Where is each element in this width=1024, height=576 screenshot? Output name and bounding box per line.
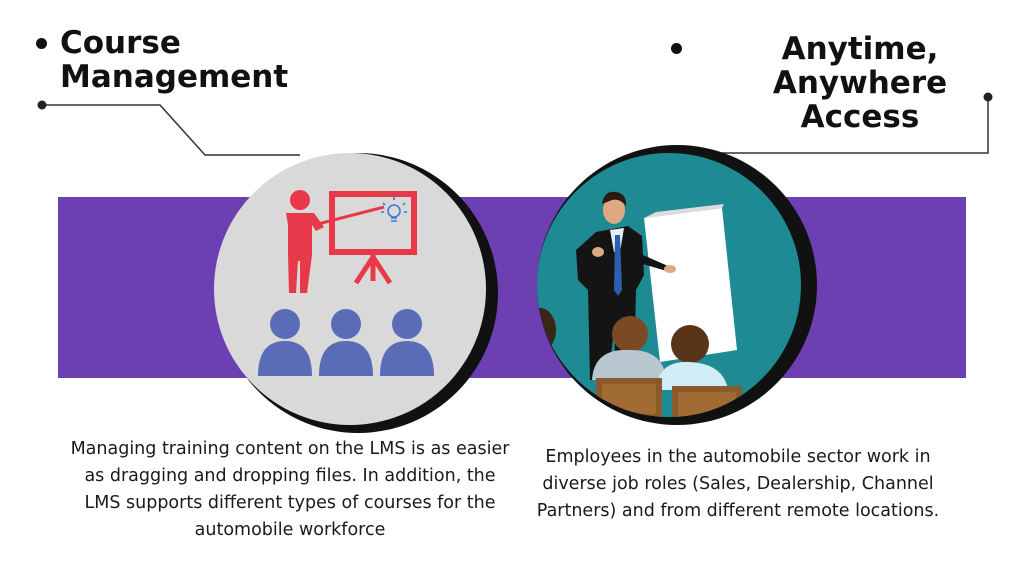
course-management-heading: Course Management: [60, 26, 288, 94]
right-connector-line: [720, 97, 989, 154]
course-management-illustration: [214, 153, 498, 433]
presenter-photo-icon: [537, 191, 742, 417]
course-management-heading-line2: Management: [60, 59, 289, 95]
left-connector-dot: [37, 100, 47, 110]
right-connector-dot: [983, 92, 993, 102]
anytime-access-heading-line2: Access: [800, 99, 920, 135]
anytime-access-heading: Anytime, Anywhere Access: [700, 32, 1020, 134]
left-heading-bullet: [36, 38, 47, 49]
anytime-access-illustration: [537, 145, 817, 425]
right-heading-bullet: [671, 43, 682, 54]
left-connector-line: [42, 104, 300, 156]
anytime-access-heading-line1: Anytime, Anywhere: [772, 31, 948, 101]
lightbulb-icon: [381, 197, 407, 222]
presentation-audience-icon: [258, 190, 434, 376]
anytime-access-description: Employees in the automobile sector work …: [536, 447, 940, 521]
course-management-heading-line1: Course: [60, 25, 181, 61]
course-management-description: Managing training content on the LMS is …: [70, 439, 510, 540]
